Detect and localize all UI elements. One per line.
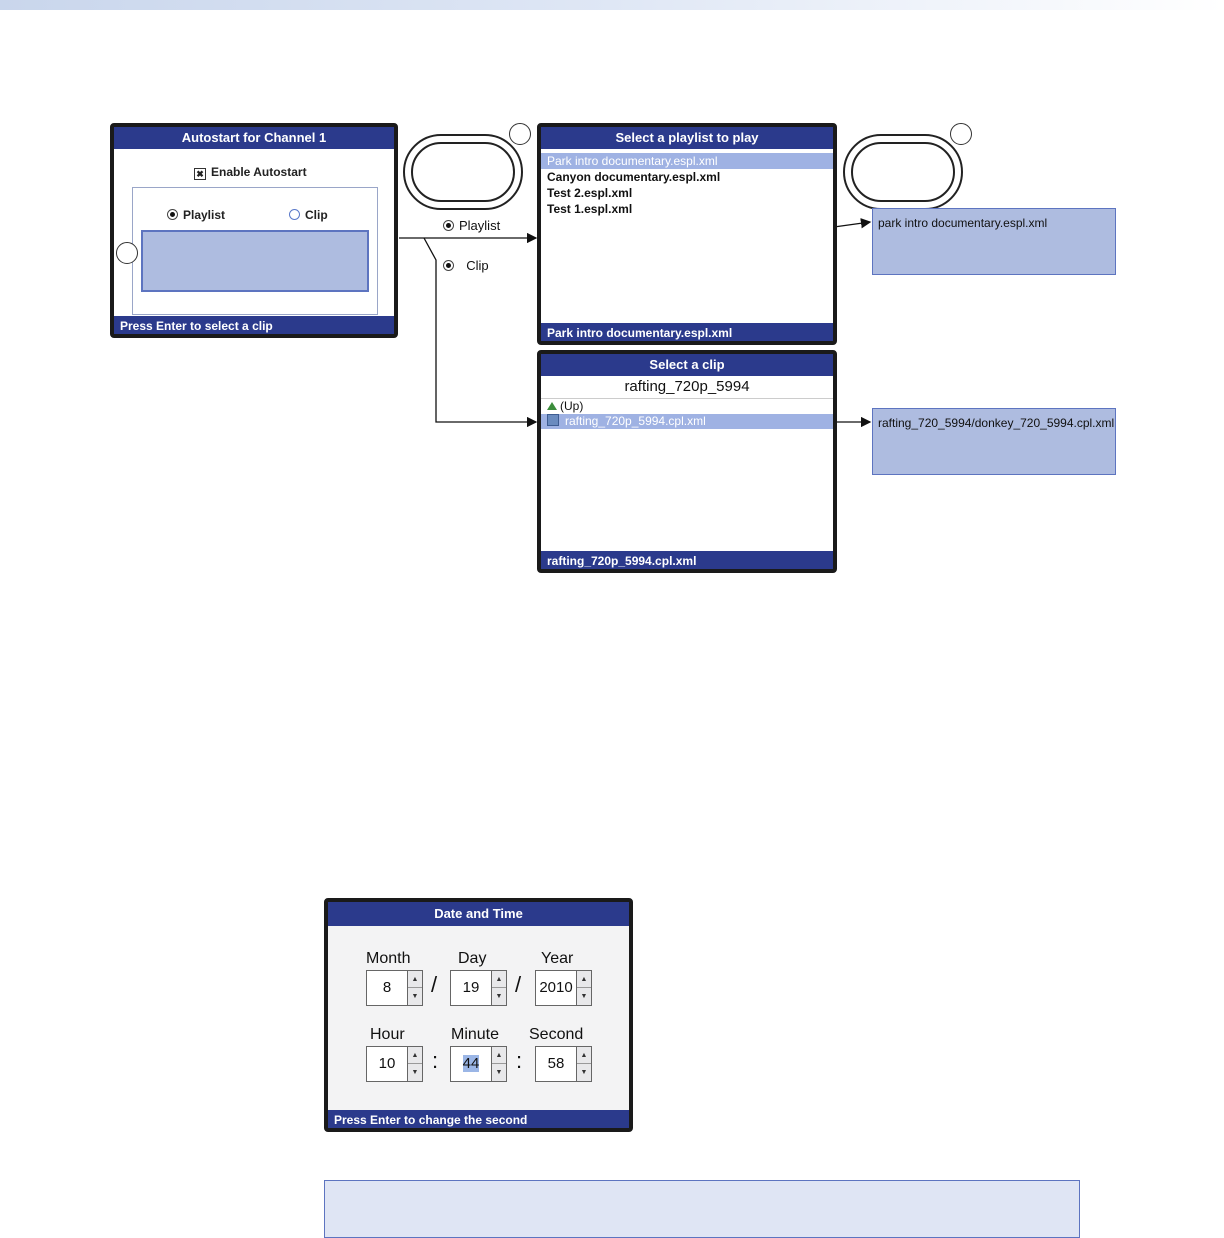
radio-selected-icon <box>443 260 454 271</box>
spin-arrows[interactable]: ▲▼ <box>576 970 592 1006</box>
minute-value[interactable]: 44 <box>450 1046 492 1082</box>
note-box <box>324 1180 1080 1238</box>
autostart-status: Press Enter to select a clip <box>114 316 394 334</box>
year-label: Year <box>541 950 574 967</box>
spin-arrows[interactable]: ▲▼ <box>491 1046 507 1082</box>
connector-to-result-playlist <box>833 218 872 229</box>
connector-playlist-label: Playlist <box>443 218 500 233</box>
spin-up-icon[interactable]: ▲ <box>492 971 506 988</box>
connector-to-clip <box>423 237 538 428</box>
date-separator: / <box>515 972 522 997</box>
date-separator: / <box>431 972 438 997</box>
result-playlist-field: park intro documentary.espl.xml <box>872 208 1116 275</box>
clip-file-item[interactable]: rafting_720p_5994.cpl.xml <box>541 414 833 429</box>
spin-up-icon[interactable]: ▲ <box>577 1047 591 1064</box>
list-item[interactable]: Park intro documentary.espl.xml <box>541 153 833 169</box>
list-item[interactable]: Canyon documentary.espl.xml <box>547 170 721 184</box>
month-spinner[interactable]: 8 ▲▼ <box>366 970 423 1006</box>
list-item[interactable]: Test 2.espl.xml <box>547 186 633 200</box>
spin-arrows[interactable]: ▲▼ <box>407 1046 423 1082</box>
hour-label: Hour <box>370 1026 405 1043</box>
spin-up-icon[interactable]: ▲ <box>492 1047 506 1064</box>
current-folder: rafting_720p_5994 <box>541 376 833 399</box>
playlist-screen: Select a playlist to play Park intro doc… <box>537 123 837 345</box>
radio-playlist[interactable]: Playlist <box>167 208 225 222</box>
radio-selected-icon <box>443 220 454 231</box>
spin-up-icon[interactable]: ▲ <box>577 971 591 988</box>
clip-title: Select a clip <box>541 354 833 376</box>
autostart-title: Autostart for Channel 1 <box>114 127 394 149</box>
radio-unselected-icon <box>289 209 300 220</box>
selected-source-field[interactable] <box>141 230 369 292</box>
radio-clip[interactable]: Clip <box>289 208 328 222</box>
second-label: Second <box>529 1026 584 1043</box>
spin-down-icon[interactable]: ▼ <box>411 1069 419 1076</box>
second-value[interactable]: 58 <box>535 1046 577 1082</box>
playlist-title: Select a playlist to play <box>541 127 833 149</box>
callout-circle <box>509 123 531 145</box>
spin-up-icon[interactable]: ▲ <box>408 1047 422 1064</box>
hour-value[interactable]: 10 <box>366 1046 408 1082</box>
hour-spinner[interactable]: 10 ▲▼ <box>366 1046 423 1082</box>
time-separator: : <box>432 1048 439 1073</box>
clip-screen: Select a clip rafting_720p_5994 (Up) raf… <box>537 350 837 573</box>
datetime-title: Date and Time <box>328 902 629 926</box>
datetime-screen: Date and Time Month Day Year 8 ▲▼ / 19 ▲… <box>324 898 633 1132</box>
spin-arrows[interactable]: ▲▼ <box>491 970 507 1006</box>
spin-down-icon[interactable]: ▼ <box>495 993 503 1000</box>
callout-circle <box>950 123 972 145</box>
front-panel-button[interactable] <box>403 134 523 210</box>
file-icon <box>547 414 559 426</box>
minute-spinner[interactable]: 44 ▲▼ <box>450 1046 507 1082</box>
spin-up-icon[interactable]: ▲ <box>408 971 422 988</box>
spin-down-icon[interactable]: ▼ <box>580 993 588 1000</box>
playlist-list: Park intro documentary.espl.xml Canyon d… <box>541 153 833 217</box>
day-value[interactable]: 19 <box>450 970 492 1006</box>
result-clip-field: rafting_720_5994/donkey_720_5994.cpl.xml <box>872 408 1116 475</box>
callout-circle <box>116 242 138 264</box>
connector-clip-label: Clip <box>443 258 489 273</box>
up-folder-item[interactable]: (Up) <box>541 399 833 414</box>
month-value[interactable]: 8 <box>366 970 408 1006</box>
playlist-status: Park intro documentary.espl.xml <box>541 323 833 341</box>
autostart-screen: Autostart for Channel 1 ✖Enable Autostar… <box>110 123 398 338</box>
clip-status: rafting_720p_5994.cpl.xml <box>541 551 833 569</box>
datetime-status: Press Enter to change the second <box>328 1110 629 1128</box>
list-item[interactable]: Test 1.espl.xml <box>547 202 633 216</box>
day-label: Day <box>458 950 487 967</box>
second-spinner[interactable]: 58 ▲▼ <box>535 1046 592 1082</box>
source-type-group: Playlist Clip <box>132 187 378 315</box>
spin-arrows[interactable]: ▲▼ <box>407 970 423 1006</box>
page-top-band <box>0 0 1224 10</box>
spin-arrows[interactable]: ▲▼ <box>576 1046 592 1082</box>
front-panel-button[interactable] <box>843 134 963 210</box>
time-separator: : <box>516 1048 523 1073</box>
enable-autostart-checkbox[interactable]: ✖Enable Autostart <box>194 165 307 180</box>
year-spinner[interactable]: 2010 ▲▼ <box>535 970 592 1006</box>
spin-down-icon[interactable]: ▼ <box>495 1069 503 1076</box>
day-spinner[interactable]: 19 ▲▼ <box>450 970 507 1006</box>
checkbox-checked-icon: ✖ <box>194 168 206 180</box>
month-label: Month <box>366 950 411 967</box>
year-value[interactable]: 2010 <box>535 970 577 1006</box>
minute-label: Minute <box>451 1026 500 1043</box>
up-arrow-icon <box>547 402 557 410</box>
spin-down-icon[interactable]: ▼ <box>411 993 419 1000</box>
radio-selected-icon <box>167 209 178 220</box>
spin-down-icon[interactable]: ▼ <box>580 1069 588 1076</box>
